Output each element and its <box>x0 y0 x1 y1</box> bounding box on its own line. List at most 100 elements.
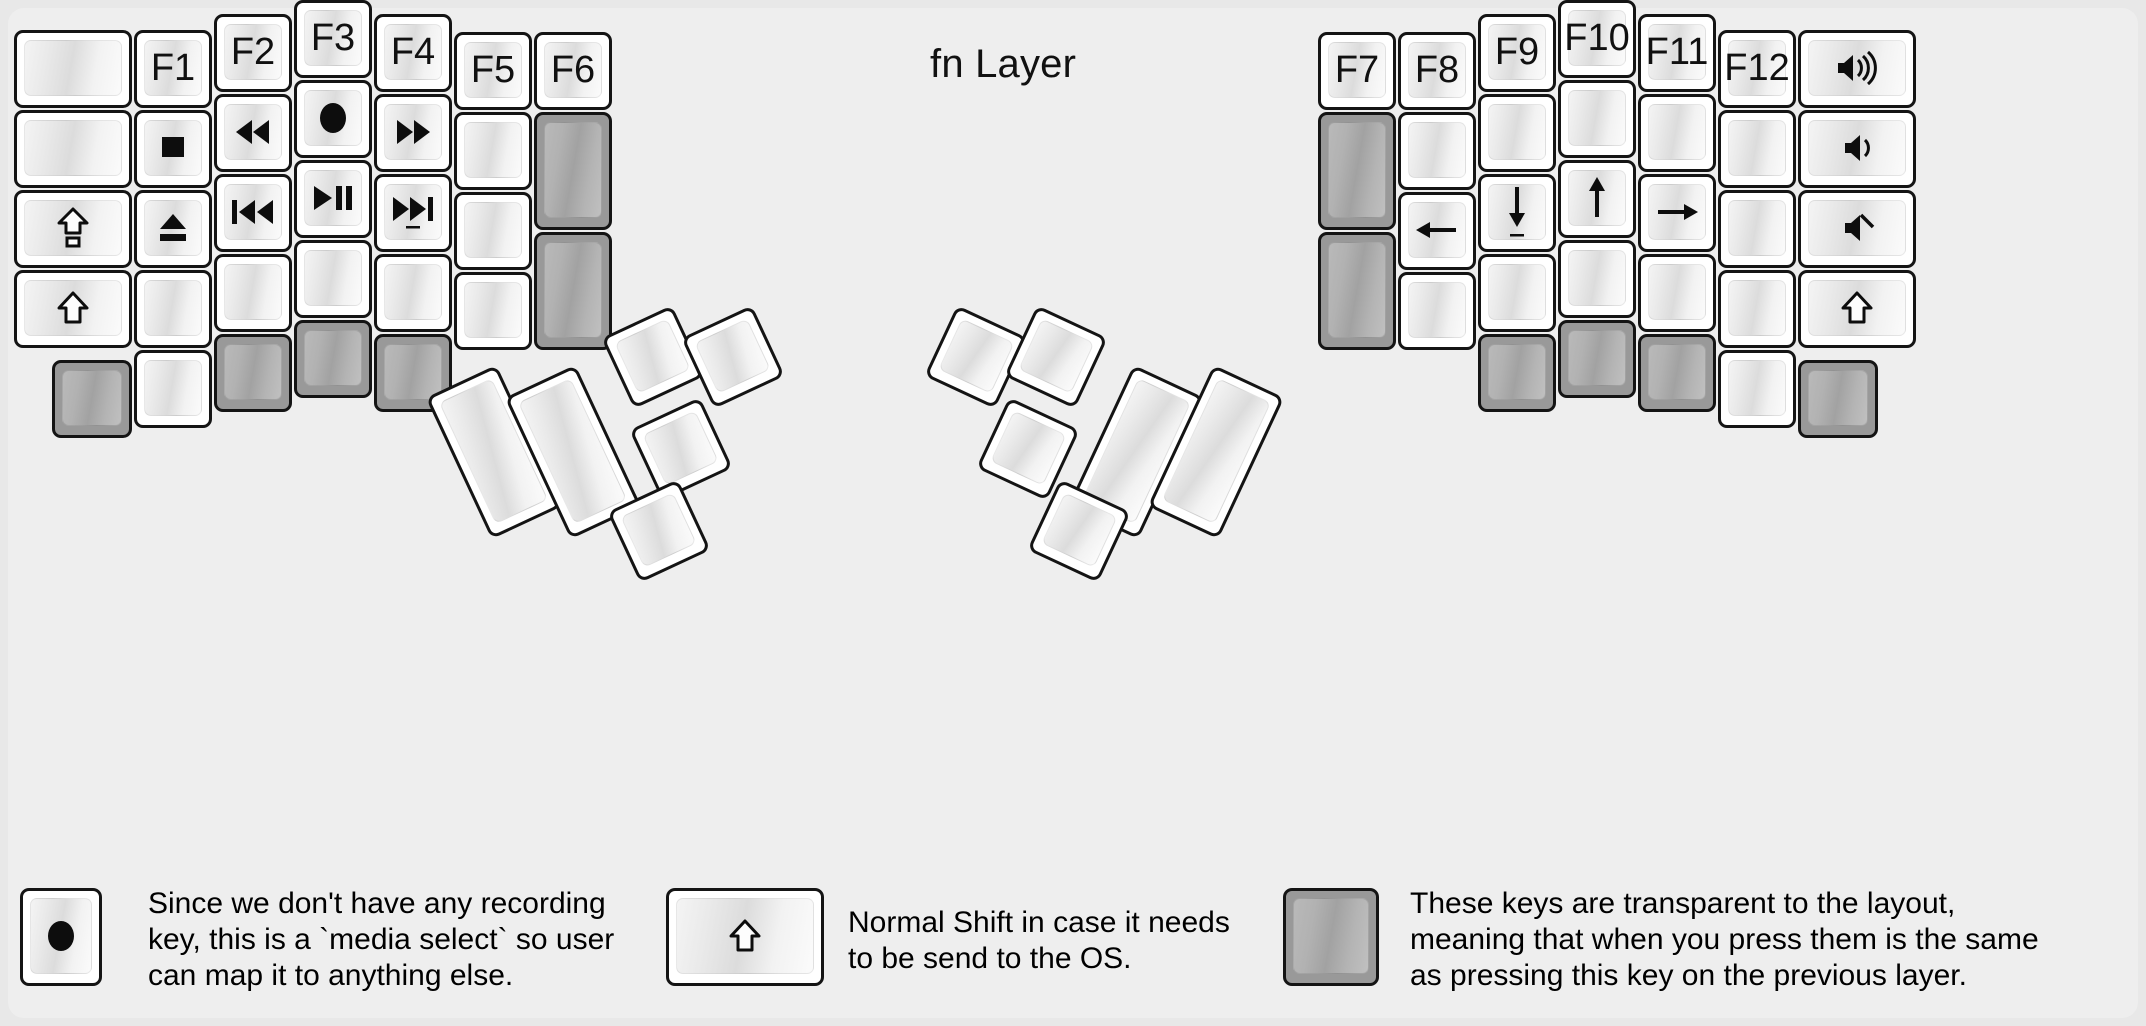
keycap-face: F12 <box>1724 40 1790 96</box>
key-r-c6-thumbrow[interactable] <box>1798 360 1878 438</box>
keycap-face <box>464 122 522 178</box>
keycap-face <box>384 264 442 320</box>
keycap-legend-text: F12 <box>1724 47 1790 89</box>
key-l-c0-r1[interactable] <box>14 110 132 188</box>
key-r-c2-r4[interactable] <box>1478 334 1556 412</box>
key-r-c3-r4[interactable] <box>1558 320 1636 398</box>
key-l-c4-r3[interactable] <box>374 254 452 332</box>
key-r-c6-r3[interactable] <box>1798 270 1916 348</box>
key-r-c3-r3[interactable] <box>1558 240 1636 318</box>
key-r-c2-r2[interactable] <box>1478 174 1556 252</box>
key-r-c6-r1[interactable] <box>1798 110 1916 188</box>
key-r-c0-r1[interactable] <box>1318 112 1396 230</box>
keycap-face <box>1328 242 1386 338</box>
keycap-face <box>24 120 122 176</box>
key-r-c0-r2[interactable] <box>1318 232 1396 350</box>
key-l-c2-r3[interactable] <box>214 254 292 332</box>
keycap-face <box>24 280 122 336</box>
keycap-face <box>224 264 282 320</box>
key-r-c3-r2[interactable] <box>1558 160 1636 238</box>
key-l-c1-r0[interactable]: F1 <box>134 30 212 108</box>
keycap-face <box>1488 344 1546 400</box>
keycap-face <box>1568 170 1626 226</box>
key-l-c2-r1[interactable] <box>214 94 292 172</box>
key-r-c1-r0[interactable]: F8 <box>1398 32 1476 110</box>
keycap-legend-text: F4 <box>390 31 436 73</box>
keycap-face <box>1041 492 1118 568</box>
keycap-legend-text: F5 <box>470 49 516 91</box>
key-r-c6-r0[interactable] <box>1798 30 1916 108</box>
key-l-c5-r2[interactable] <box>454 192 532 270</box>
keycap-face <box>990 410 1067 486</box>
key-l-c4-r2[interactable] <box>374 174 452 252</box>
key-l-c3-r4[interactable] <box>294 320 372 398</box>
key-l-c2-r0[interactable]: F2 <box>214 14 292 92</box>
key-r-c5-r4[interactable] <box>1718 350 1796 428</box>
key-r-c5-r2[interactable] <box>1718 190 1796 268</box>
key-l-c5-r1[interactable] <box>454 112 532 190</box>
key-r-c4-r0[interactable]: F11 <box>1638 14 1716 92</box>
keycap-face <box>384 344 442 400</box>
key-l-c5-r0[interactable]: F5 <box>454 32 532 110</box>
key-r-c5-r0[interactable]: F12 <box>1718 30 1796 108</box>
keycap-face <box>1648 344 1706 400</box>
key-l-c6-r1[interactable] <box>534 112 612 230</box>
key-r-c4-r4[interactable] <box>1638 334 1716 412</box>
keycap-face <box>1648 264 1706 320</box>
keycap-face <box>1728 120 1786 176</box>
key-l-c2-r4[interactable] <box>214 334 292 412</box>
key-l-c0-thumbrow[interactable] <box>52 360 132 438</box>
key-r-c2-r0[interactable]: F9 <box>1478 14 1556 92</box>
key-r-c4-r2[interactable] <box>1638 174 1716 252</box>
keycap-face <box>144 200 202 256</box>
key-r-c3-r1[interactable] <box>1558 80 1636 158</box>
keycap-face <box>464 282 522 338</box>
keycap-face: F4 <box>384 24 442 80</box>
record-icon <box>313 98 353 138</box>
key-l-c2-r2[interactable] <box>214 174 292 252</box>
key-l-c1-r2[interactable] <box>134 190 212 268</box>
keycap-face: F3 <box>304 10 362 66</box>
legend-transparent-swatch[interactable] <box>1283 888 1379 986</box>
key-l-c4-r1[interactable] <box>374 94 452 172</box>
legend-record-swatch[interactable] <box>20 888 102 986</box>
key-r-c1-r2[interactable] <box>1398 192 1476 270</box>
key-l-c1-r3[interactable] <box>134 270 212 348</box>
key-r-c2-r1[interactable] <box>1478 94 1556 172</box>
key-r-c1-r3[interactable] <box>1398 272 1476 350</box>
keycap-legend-text: F9 <box>1494 31 1540 73</box>
arrow-down-icon <box>1504 185 1530 239</box>
key-r-c4-r3[interactable] <box>1638 254 1716 332</box>
key-r-c3-r0[interactable]: F10 <box>1558 0 1636 78</box>
key-r-c1-r1[interactable] <box>1398 112 1476 190</box>
key-l-c6-r0[interactable]: F6 <box>534 32 612 110</box>
key-r-c4-r1[interactable] <box>1638 94 1716 172</box>
key-r-c6-r2[interactable] <box>1798 190 1916 268</box>
legend-shift-swatch[interactable] <box>666 888 824 986</box>
key-l-c1-r1[interactable] <box>134 110 212 188</box>
keycap-face <box>544 242 602 338</box>
key-l-c3-r0[interactable]: F3 <box>294 0 372 78</box>
stop-icon <box>156 131 190 165</box>
key-l-c3-r2[interactable] <box>294 160 372 238</box>
rewind-icon <box>231 117 275 147</box>
key-r-c2-r3[interactable] <box>1478 254 1556 332</box>
keycap-face <box>304 250 362 306</box>
prev-track-icon <box>228 197 278 227</box>
key-l-c5-r3[interactable] <box>454 272 532 350</box>
key-l-c1-r4[interactable] <box>134 350 212 428</box>
key-l-c0-r2[interactable] <box>14 190 132 268</box>
key-l-c0-r0[interactable] <box>14 30 132 108</box>
keycap-face <box>304 90 362 146</box>
key-r-c0-r0[interactable]: F7 <box>1318 32 1396 110</box>
key-l-c0-r3[interactable] <box>14 270 132 348</box>
keycap-face <box>1808 280 1906 336</box>
legend-record-text: Since we don't have any recording key, t… <box>148 887 615 992</box>
key-r-c5-r1[interactable] <box>1718 110 1796 188</box>
eject-icon <box>154 210 192 246</box>
key-r-c5-r3[interactable] <box>1718 270 1796 348</box>
key-l-c6-r2[interactable] <box>534 232 612 350</box>
key-l-c3-r1[interactable] <box>294 80 372 158</box>
key-l-c3-r3[interactable] <box>294 240 372 318</box>
key-l-c4-r0[interactable]: F4 <box>374 14 452 92</box>
